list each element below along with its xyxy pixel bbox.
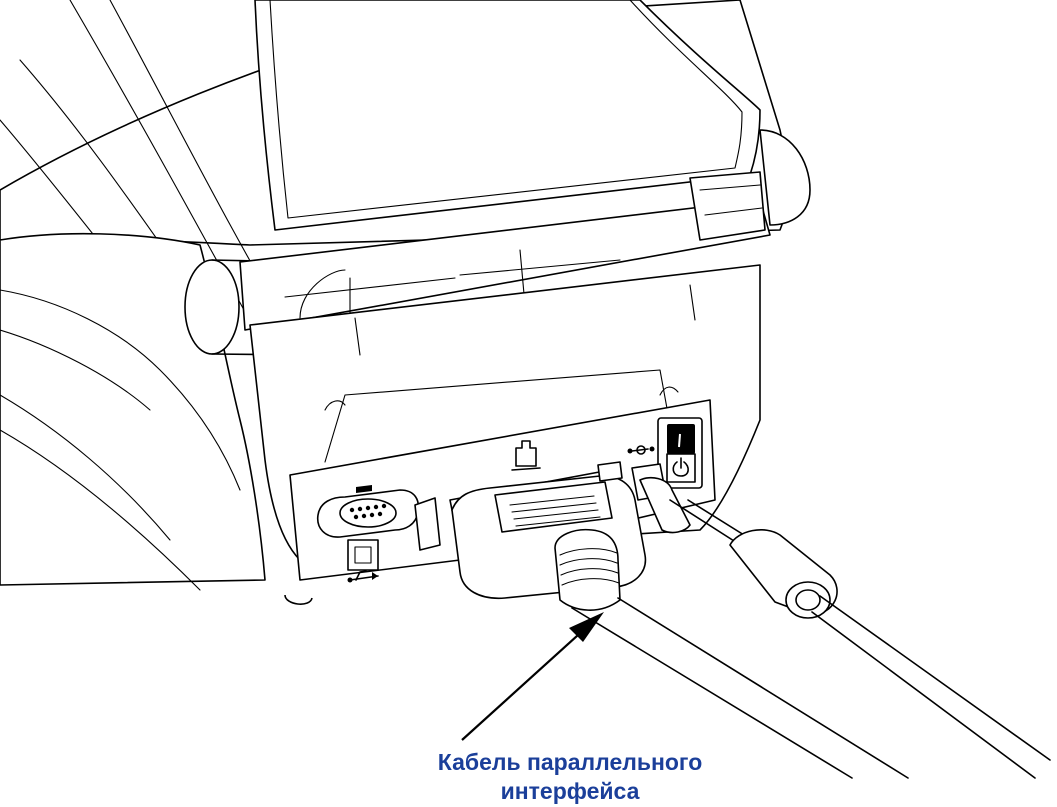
dc-input-icon	[627, 445, 655, 455]
parallel-cable-callout: Кабель параллельного интерфейса	[350, 748, 790, 806]
hinge-bar	[239, 129, 811, 331]
callout-arrow	[461, 612, 604, 741]
printer-foot	[284, 594, 313, 605]
printer-left-side	[0, 232, 306, 591]
power-cable	[631, 463, 1051, 779]
power-icon	[672, 457, 689, 477]
callout-label-line-2: интерфейса	[500, 778, 640, 804]
printer-top-cover	[0, 0, 789, 331]
parallel-port-icon	[511, 440, 541, 471]
serial-port	[316, 485, 420, 538]
usb-port	[347, 539, 379, 583]
parallel-cable-connector	[414, 461, 909, 779]
usb-icon	[347, 570, 379, 583]
callout-label-line-1: Кабель параллельного	[437, 749, 703, 775]
power-switch	[657, 417, 703, 489]
